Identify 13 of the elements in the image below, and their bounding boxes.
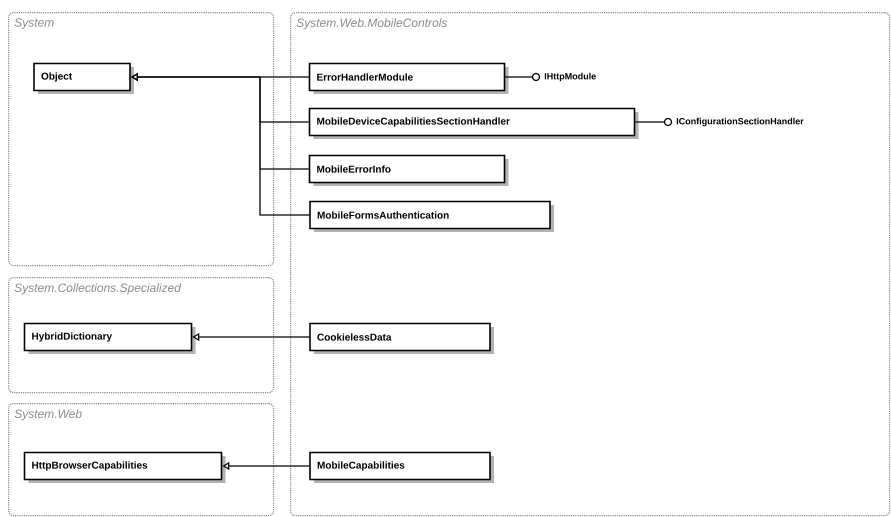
class-box: HttpBrowserCapabilities	[24, 452, 226, 483]
interface-name: IHttpModule	[544, 72, 596, 82]
class-box: MobileFormsAuthentication	[309, 200, 554, 232]
class-box: MobileDeviceCapabilitiesSectionHandler	[308, 108, 638, 139]
class-box: CookielessData	[309, 322, 494, 354]
class-box: HybridDictionary	[24, 322, 196, 354]
class-box: ErrorHandlerModule	[308, 62, 508, 94]
class-box: MobileErrorInfo	[308, 154, 508, 186]
interface-name: IConfigurationSectionHandler	[676, 118, 804, 126]
class-box: Object	[33, 62, 134, 94]
class-box: MobileCapabilities	[309, 452, 494, 483]
realization-line	[635, 118, 672, 126]
realization-line	[505, 72, 540, 82]
